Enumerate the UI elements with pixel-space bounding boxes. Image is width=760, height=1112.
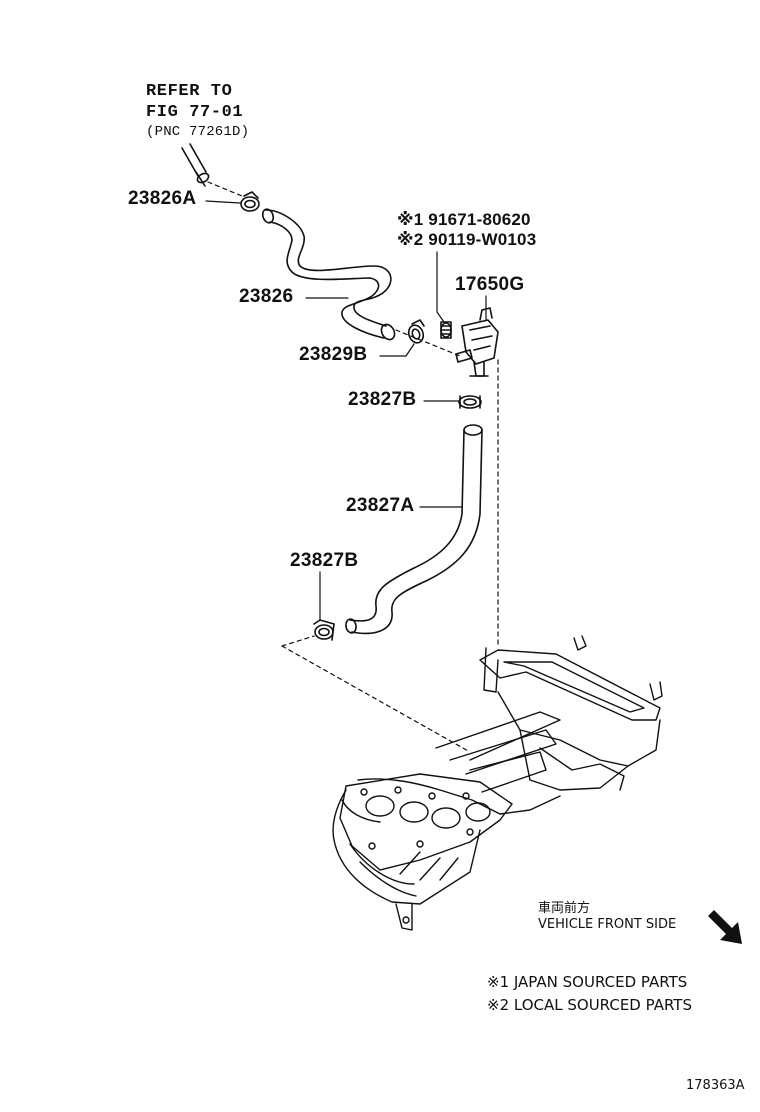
clamp-23827B-top xyxy=(458,395,482,409)
figure-id: 178363A xyxy=(686,1078,745,1093)
label-90119-W0103: ※2 90119-W0103 xyxy=(397,230,537,249)
leader-bolt xyxy=(436,251,445,323)
valve-17650G xyxy=(455,307,499,377)
label-91671-80620: ※1 91671-80620 xyxy=(397,210,531,229)
reference-pipe-stub xyxy=(181,143,210,187)
hose-23826 xyxy=(261,208,396,341)
clamp-23827B-bottom xyxy=(313,619,335,641)
clamp-23826A xyxy=(240,191,260,212)
label-23827B-top: 23827B xyxy=(348,389,417,410)
reference-line-3: (PNC 77261D) xyxy=(146,124,250,140)
label-23826A: 23826A xyxy=(128,188,197,209)
leader-dashed-hose-valve xyxy=(395,329,461,357)
reference-line-2: FIG 77-01 xyxy=(146,103,244,122)
bolt-91671 xyxy=(440,321,452,339)
hose-23827A xyxy=(345,424,483,635)
legend-note-1: ※1 JAPAN SOURCED PARTS xyxy=(487,973,688,991)
label-23829B: 23829B xyxy=(299,344,368,365)
leader-23829B xyxy=(379,343,415,357)
leader-dashed-23826A xyxy=(207,181,243,197)
leader-dashed-manifold-1 xyxy=(281,635,315,647)
label-23827B-bottom: 23827B xyxy=(290,550,359,571)
label-17650G: 17650G xyxy=(455,274,525,295)
label-23827A: 23827A xyxy=(346,495,415,516)
clamp-23829B xyxy=(407,319,425,344)
leader-23826A xyxy=(205,200,241,204)
reference-line-1: REFER TO xyxy=(146,82,233,101)
leader-dashed-manifold-2 xyxy=(281,645,471,753)
direction-label-jp: 車両前方 xyxy=(538,901,591,916)
legend-note-2: ※2 LOCAL SOURCED PARTS xyxy=(487,996,692,1014)
direction-label-en: VEHICLE FRONT SIDE xyxy=(538,917,677,932)
intake-manifold xyxy=(332,635,663,931)
label-23826: 23826 xyxy=(239,286,294,307)
front-direction-arrow-icon xyxy=(708,910,742,944)
